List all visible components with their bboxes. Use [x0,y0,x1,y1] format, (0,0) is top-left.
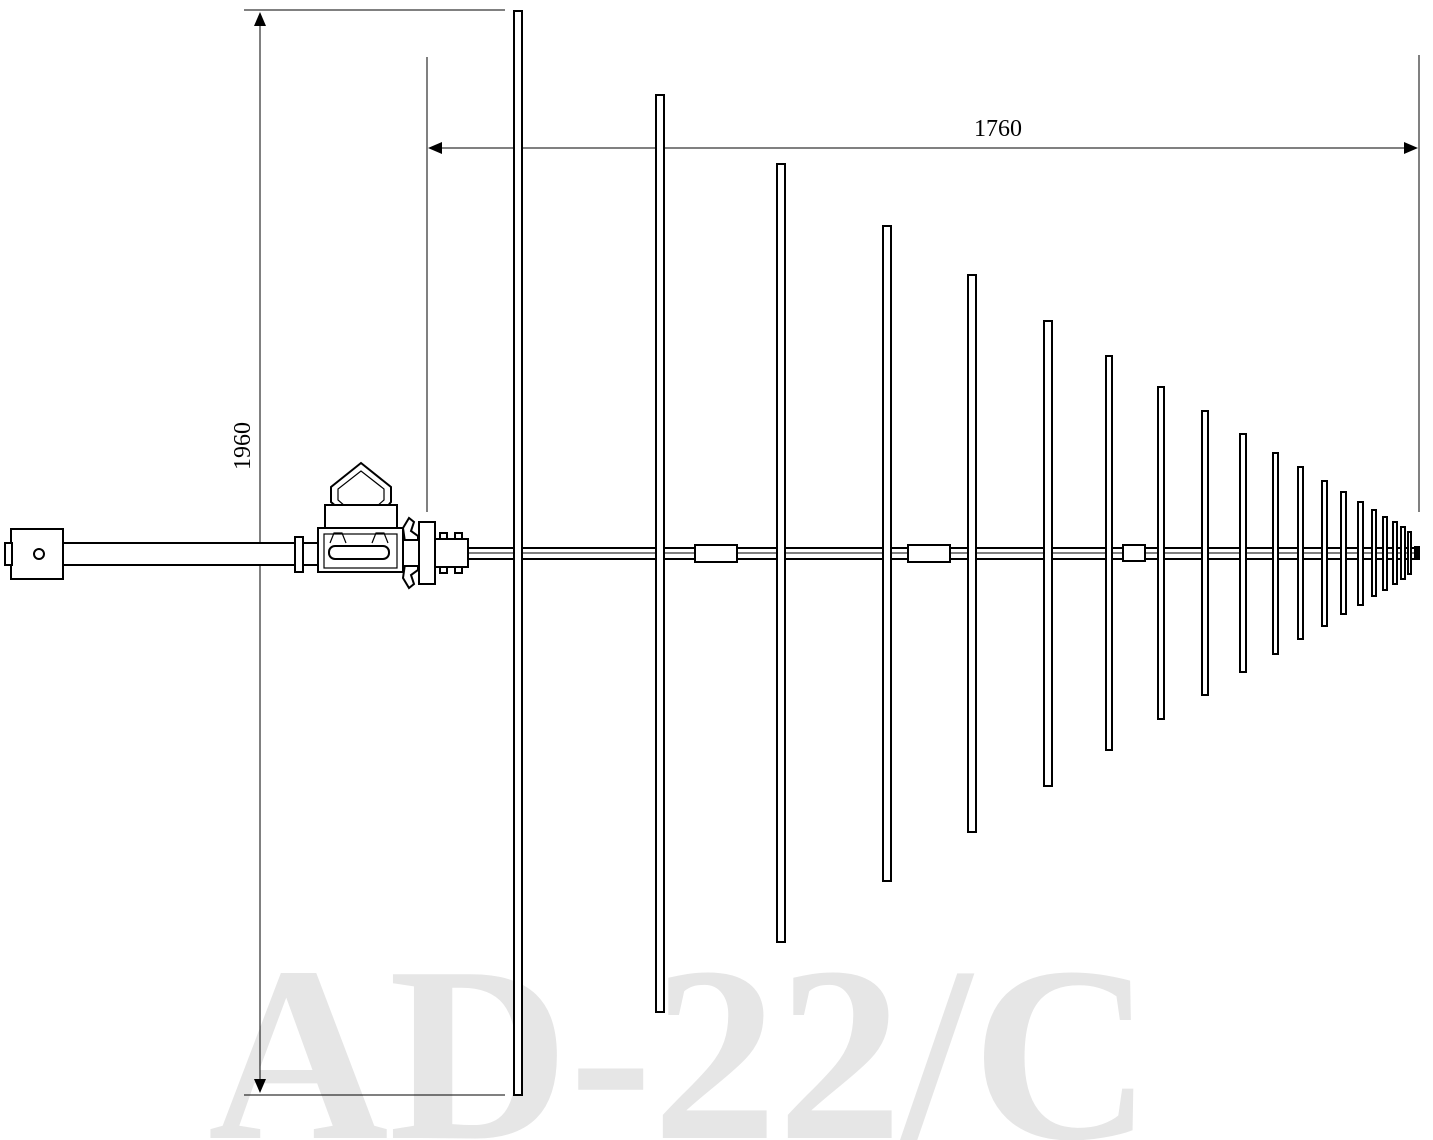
length-dimension-label: 1760 [974,116,1022,142]
boom-joint-3 [1122,544,1146,562]
bracket-neck [402,539,420,567]
length-arrow-left [428,142,442,154]
mounting-mast [4,528,321,580]
bracket-clip-left-icon [329,532,347,544]
boom-adapter [434,538,469,568]
dipole-element-10 [1239,433,1247,673]
boom-joint-2 [907,544,951,563]
mounting-bracket [317,461,469,590]
dipole-element-3 [776,163,786,943]
dipole-element-12 [1297,466,1304,640]
flange-bolt-top-2 [454,532,463,540]
dipole-element-9 [1201,410,1209,696]
length-dimension: 1760 [426,55,1420,512]
dipole-element-4 [882,225,892,882]
flange-bolt-bottom-2 [454,566,463,574]
length-arrow-right [1404,142,1418,154]
flange-bolt-bottom [439,566,448,574]
dipole-element-14 [1340,491,1347,615]
dipole-element-5 [967,274,977,833]
model-watermark: AD-22/C [208,916,1152,1140]
dipole-element-18 [1392,521,1398,585]
mast-collar [294,536,304,573]
dipole-element-17 [1382,516,1388,591]
height-arrow-bottom [254,1079,266,1093]
mast-bolt-hole [33,548,45,560]
antenna-boom [467,544,1420,563]
dipole-element-2 [655,94,665,1013]
height-arrow-top [254,12,266,26]
boom-joint-1 [694,544,738,563]
dipole-element-7 [1105,355,1113,751]
boom-tip-cap [1414,546,1420,560]
boom-flange [418,521,436,585]
wing-nut-top-icon [401,516,419,543]
bracket-clip-right-icon [371,532,389,544]
dipole-element-11 [1272,452,1279,655]
dipole-element-13 [1321,480,1328,627]
dipole-element-8 [1157,386,1165,720]
dipole-element-20 [1407,531,1412,575]
height-dimension-label: 1960 [230,422,256,470]
bracket-plate-top [324,504,398,529]
dipole-element-16 [1371,509,1377,597]
dipole-elements [513,10,1412,1096]
mast-tube [62,542,296,566]
bracket-slot [328,545,390,560]
dipole-element-15 [1357,501,1364,606]
bracket-inner-frame [323,533,398,569]
wing-nut-bottom-icon [401,563,419,590]
dipole-element-6 [1043,320,1053,787]
dipole-element-19 [1400,526,1406,580]
mast-end-cap [4,542,13,566]
flange-bolt-top [439,532,448,540]
dipole-element-1 [513,10,523,1096]
